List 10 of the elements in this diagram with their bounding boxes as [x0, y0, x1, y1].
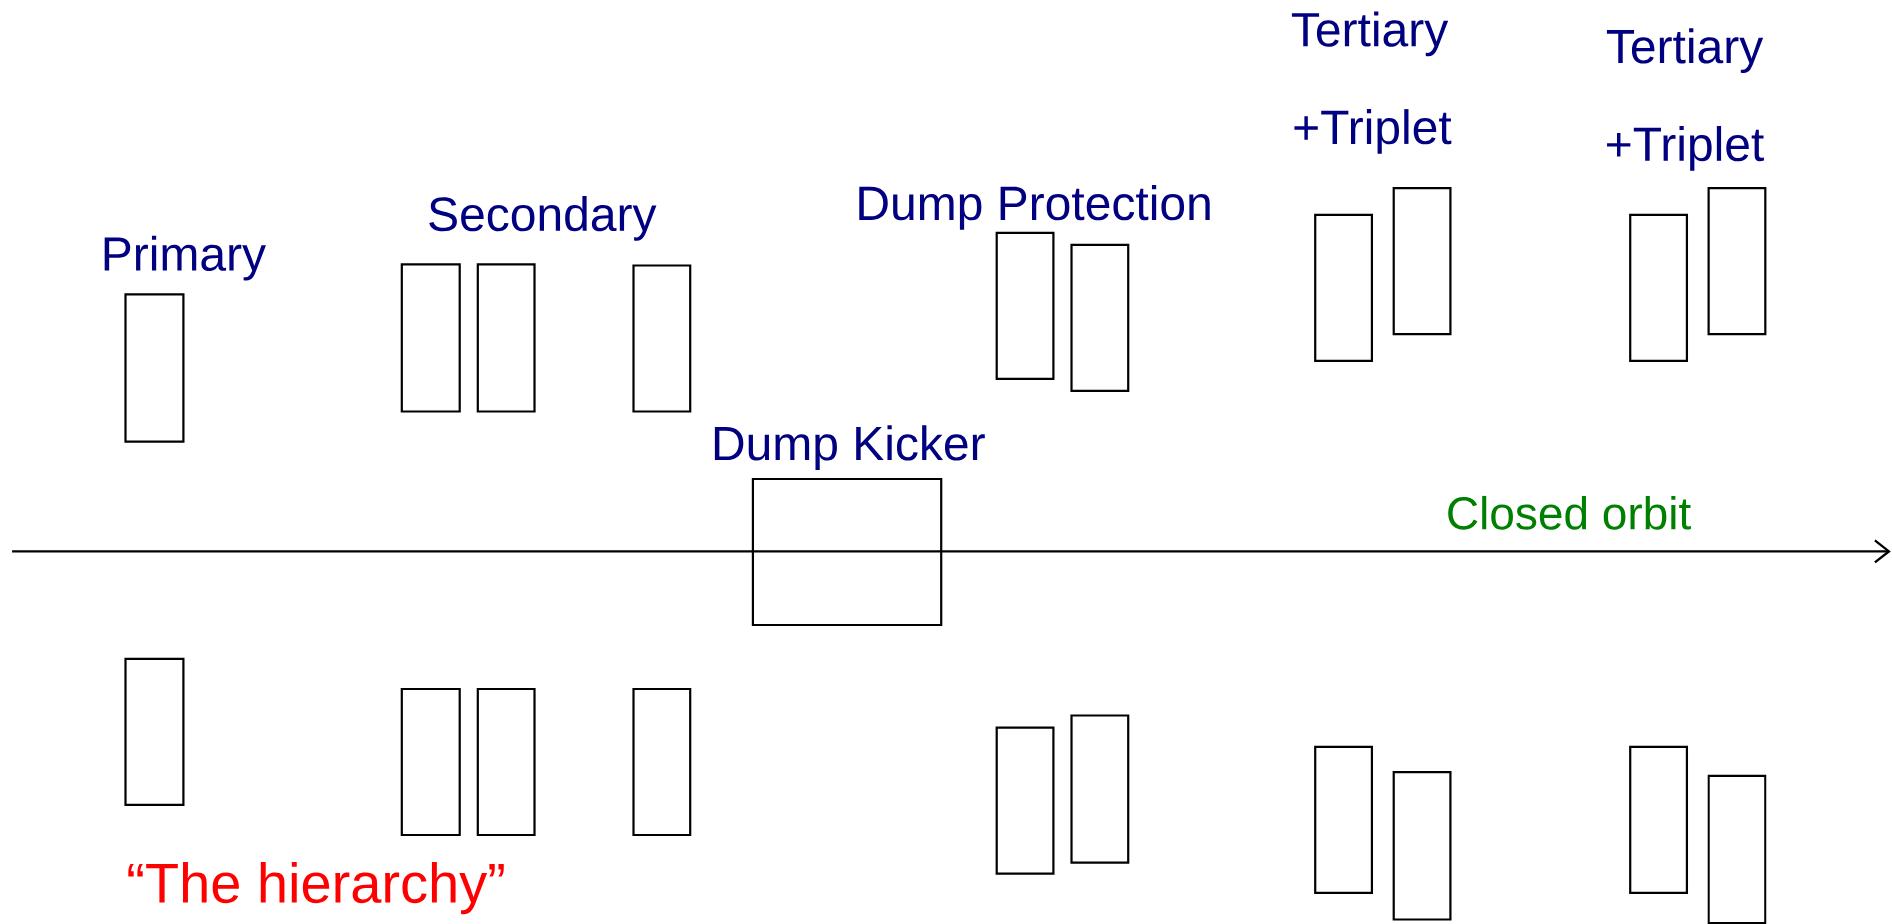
label: Closed orbit	[1448, 495, 1691, 530]
label: Tertiary	[1291, 11, 1449, 57]
label: Primary	[104, 235, 266, 281]
label: “The hierarchy”	[128, 862, 504, 915]
label: Dump Kicker	[714, 425, 985, 471]
label: Dump Protection	[859, 185, 1210, 230]
label: Secondary	[429, 196, 657, 241]
label: +Triplet	[1294, 109, 1452, 154]
label: +Triplet	[1607, 126, 1764, 171]
label: Tertiary	[1606, 28, 1764, 74]
